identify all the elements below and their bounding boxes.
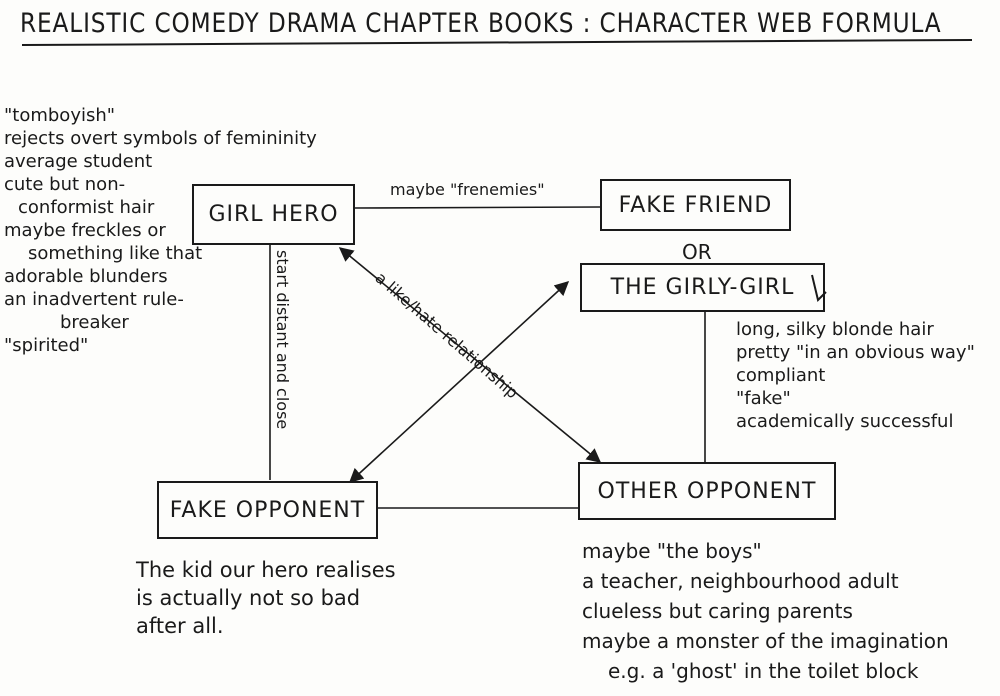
note-line: a teacher, neighbourhood adult (582, 569, 899, 593)
notes-fake-opponent: The kid our hero realises is actually no… (136, 556, 396, 640)
note-line: maybe freckles or (4, 220, 166, 241)
edge-label-frenemies: maybe "frenemies" (390, 180, 545, 199)
note-line: "tomboyish" (4, 105, 116, 126)
note-line: The kid our hero realises (136, 558, 396, 582)
box-fake-friend: FAKE FRIEND (600, 179, 791, 231)
note-line: after all. (136, 614, 224, 638)
note-line: "spirited" (4, 335, 89, 356)
box-fake-opponent: FAKE OPPONENT (157, 481, 378, 539)
note-line: is actually not so bad (136, 586, 361, 610)
notes-other-opponent: maybe "the boys" a teacher, neighbourhoo… (582, 536, 949, 686)
edge-girly-fake-opponent (348, 281, 570, 483)
note-line: cute but non- (4, 174, 126, 195)
edge-hero-friend (354, 206, 601, 209)
note-line: clueless but caring parents (582, 599, 853, 623)
title-underline (21, 39, 973, 46)
diagram-title: REALISTIC COMEDY DRAMA CHAPTER BOOKS : C… (20, 8, 942, 39)
note-line: maybe "the boys" (582, 539, 762, 563)
or-label: OR (682, 240, 712, 264)
note-line: average student (4, 151, 153, 172)
box-other-opponent: OTHER OPPONENT (578, 462, 836, 520)
note-line: pretty "in an obvious way" (736, 342, 975, 363)
note-line: compliant (736, 365, 826, 386)
note-line: rejects overt symbols of femininity (4, 128, 317, 149)
box-girly-girl: THE GIRLY-GIRL (580, 263, 825, 312)
notes-girl-hero: "tomboyish" rejects overt symbols of fem… (4, 104, 317, 357)
note-line: maybe a monster of the imagination (582, 629, 949, 653)
note-line: adorable blunders (4, 266, 168, 287)
note-line: long, silky blonde hair (736, 319, 934, 340)
note-line: "fake" (736, 388, 791, 409)
note-line: conformist hair (18, 197, 155, 218)
box-girl-hero: GIRL HERO (192, 184, 355, 245)
note-line: e.g. a 'ghost' in the toilet block (608, 659, 919, 683)
note-line: breaker (60, 312, 129, 333)
note-line: academically successful (736, 411, 954, 432)
note-line: something like that (28, 243, 203, 264)
notes-girly-girl: long, silky blonde hair pretty "in an ob… (736, 318, 975, 433)
note-line: an inadvertent rule- (4, 289, 184, 310)
